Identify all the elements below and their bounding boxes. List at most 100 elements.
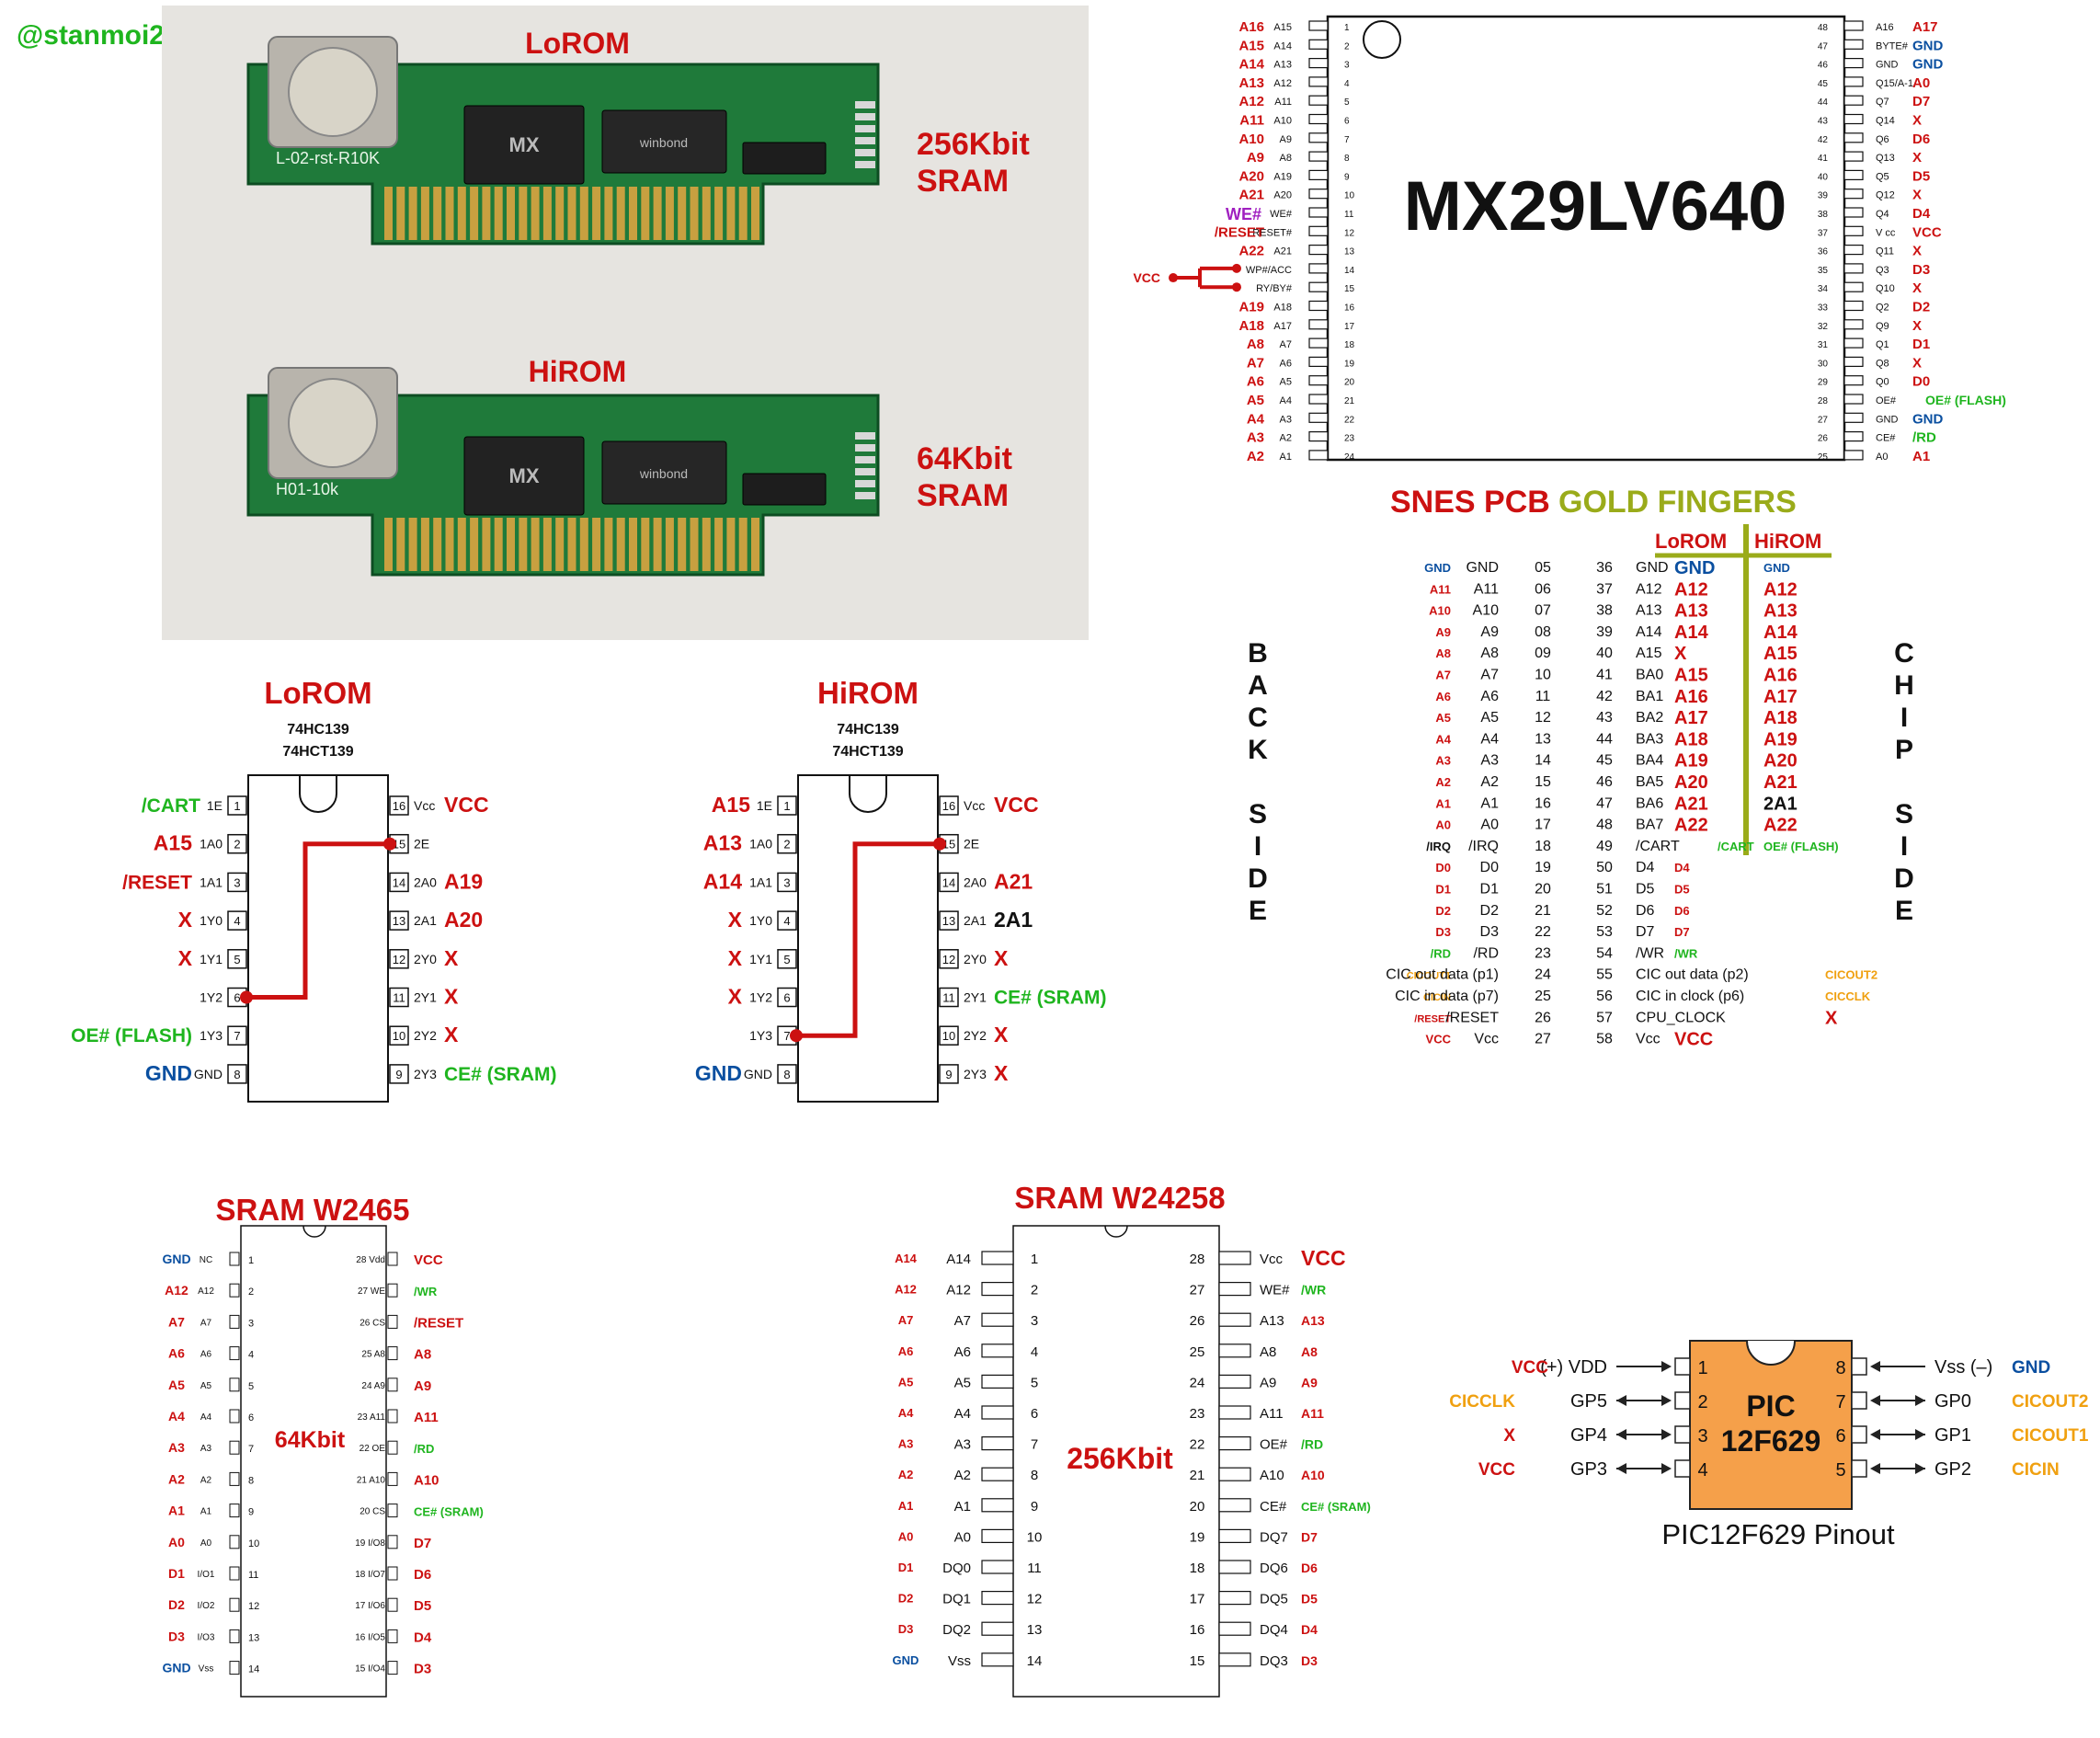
- sram64-signal: D5: [414, 1598, 431, 1614]
- sram256-body: [1012, 1225, 1220, 1698]
- flash-signal: WE#: [1226, 205, 1261, 223]
- flash-pin-number: 17: [1344, 322, 1355, 332]
- sram256-pin: [1218, 1621, 1251, 1636]
- gold-header-hirom: HiROM: [1754, 530, 1821, 553]
- flash-body: [1326, 15, 1846, 462]
- gold-pin-right: 53: [1596, 924, 1613, 940]
- gold-title-b: GOLD FINGERS: [1558, 485, 1797, 520]
- sram64-pin: [229, 1629, 240, 1643]
- gold-pin-right: 49: [1596, 839, 1613, 854]
- sram256-pin-name: A2: [954, 1468, 971, 1483]
- sram64-signal: /WR: [414, 1285, 438, 1298]
- sram-chip: [601, 440, 727, 505]
- vcc-node: [1232, 282, 1241, 292]
- sram64-pin-number: 1: [248, 1255, 254, 1266]
- sram256-pin-name: DQ7: [1260, 1529, 1288, 1545]
- decoder-hirom-pin-number: 8: [783, 1068, 790, 1081]
- pic-arrow-head: [1661, 1463, 1672, 1474]
- sram64-title: SRAM W2465: [216, 1193, 410, 1227]
- sram64-pin-name: A3: [200, 1444, 212, 1454]
- flash-pin: [1308, 225, 1329, 236]
- decoder-hirom: HiROM74HC13974HCT13911EA1521A0A1331A1A14…: [695, 676, 1107, 1103]
- gold-pin-right: 58: [1596, 1032, 1613, 1047]
- flash-pin: [1843, 337, 1864, 349]
- sram256-pin: [981, 1405, 1014, 1420]
- gold-right-name: D4: [1636, 860, 1655, 875]
- sram256-pin: [1218, 1560, 1251, 1574]
- sram256-pin-number: 21: [1190, 1468, 1205, 1483]
- gold-finger: [531, 187, 540, 240]
- flash-pin-number: 24: [1344, 452, 1355, 463]
- photo-hirom-title: HiROM: [529, 355, 627, 388]
- decoder-hirom-pin-name: 1Y0: [749, 913, 772, 928]
- flash-signal: A2: [1247, 449, 1264, 464]
- sram256-pin: [1218, 1528, 1251, 1544]
- sram64-pin: [229, 1661, 240, 1675]
- gold-pin-right: 37: [1596, 581, 1613, 597]
- sram64-signal: D3: [414, 1662, 431, 1677]
- gold-left-signal: CICOUT1: [1407, 971, 1451, 982]
- sram64-pin-name: 17 I/O6: [355, 1601, 385, 1611]
- sram64-pin: [387, 1566, 398, 1581]
- sram64-pin: [387, 1314, 398, 1329]
- flash-pin-number: 40: [1818, 172, 1829, 182]
- flash-signal: A9: [1247, 150, 1264, 166]
- sram256-signal: D2: [898, 1592, 914, 1606]
- decoder-hirom-sub2: 74HCT139: [832, 744, 903, 760]
- pic-signal: CICOUT1: [2012, 1426, 2089, 1446]
- decoder-hirom-signal: VCC: [994, 793, 1039, 817]
- flash-pin-number: 36: [1818, 247, 1829, 257]
- flash-pin-name: WP#/ACC: [1246, 265, 1292, 276]
- flash-signal: D0: [1912, 374, 1930, 390]
- gold-hirom-signal: GND: [1763, 561, 1790, 575]
- flash-pin: [1843, 263, 1864, 274]
- sram256-pin-name: DQ5: [1260, 1592, 1288, 1607]
- decoder-hirom-pin-name: 2Y3: [964, 1067, 987, 1081]
- gold-finger: [519, 518, 528, 571]
- gold-pin-left: 15: [1535, 774, 1551, 790]
- flash-pin-name: RESET#: [1252, 227, 1293, 238]
- gold-left-signal: A1: [1435, 796, 1451, 810]
- gold-finger: [567, 187, 576, 240]
- sram256-signal: A1: [898, 1499, 914, 1513]
- flash-pin-name: Q9: [1876, 321, 1889, 332]
- decoder-lorom-pin: [389, 872, 409, 893]
- pic-pin-name: (+) VDD: [1540, 1357, 1607, 1378]
- gold-hirom-signal: A15: [1763, 644, 1798, 664]
- flash-signal: X: [1912, 150, 1922, 166]
- gold-left-name: GND: [1466, 560, 1499, 576]
- decoder-hirom-pin-name: 2A0: [964, 875, 987, 889]
- flash-pin: [1308, 300, 1329, 312]
- sram256-pin: [981, 1528, 1014, 1544]
- flash-pin: [1843, 113, 1864, 125]
- sram256-pin: [1218, 1281, 1251, 1297]
- sram64-pin: [387, 1535, 398, 1549]
- sram64-signal: A6: [168, 1346, 185, 1361]
- gold-left-signal: A7: [1435, 669, 1451, 682]
- sram64-pin-name: 22 OE: [360, 1444, 386, 1454]
- gold-pin-right: 40: [1596, 646, 1613, 661]
- flash-pin-name: Q6: [1876, 134, 1889, 145]
- chip-side-letter: I: [1900, 831, 1908, 862]
- sram64-signal: D3: [168, 1629, 185, 1643]
- gold-hirom-signal: A14: [1763, 623, 1798, 643]
- flash-pin-number: 7: [1344, 135, 1350, 145]
- decoder-hirom-pin: [777, 949, 797, 969]
- gold-finger: [470, 187, 479, 240]
- gold-finger: [738, 518, 748, 571]
- pic-pin: [1851, 1391, 1867, 1410]
- decoder-lorom-pin-number: 5: [234, 953, 240, 966]
- flash-pin: [1843, 412, 1864, 423]
- decoder-lorom-pin-number: 10: [393, 1029, 405, 1043]
- decoder-lorom-pin-name: 1A1: [200, 875, 223, 889]
- sram256-pin-number: 14: [1027, 1653, 1043, 1669]
- sram64-pin: [229, 1252, 240, 1266]
- decoder-lorom-pin: [389, 795, 409, 816]
- gold-left-signal: D2: [1435, 904, 1451, 918]
- sram256-pin-name: DQ4: [1260, 1622, 1288, 1638]
- gold-left-signal: A10: [1429, 604, 1451, 618]
- flash-pin-number: 46: [1818, 61, 1829, 71]
- decoder-hirom-pin-name: 2Y2: [964, 1028, 987, 1043]
- decoder-chip: [742, 142, 827, 175]
- flash-pin-name: GND: [1876, 60, 1899, 71]
